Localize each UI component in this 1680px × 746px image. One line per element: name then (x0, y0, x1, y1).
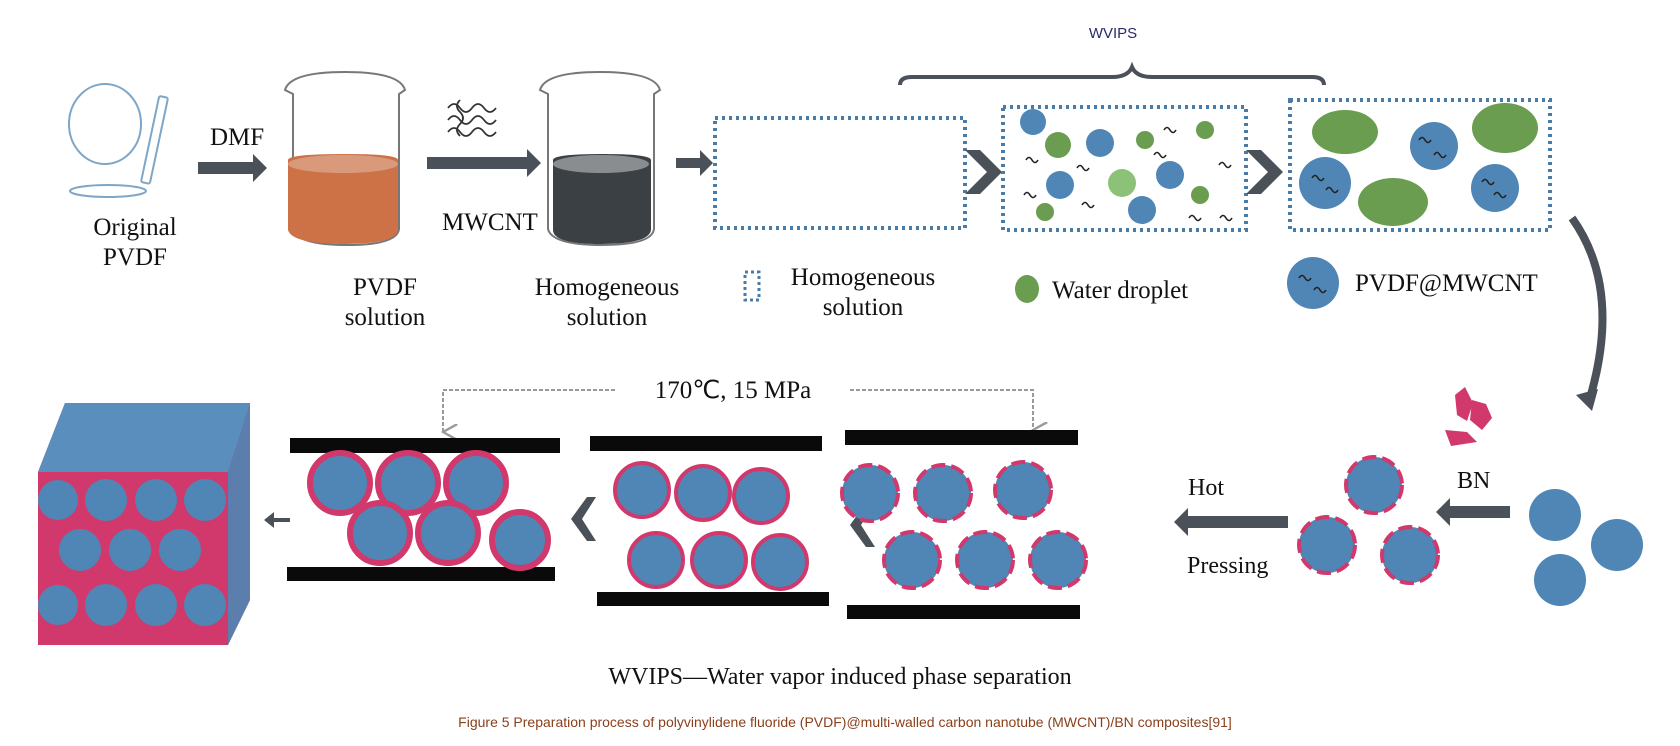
label-mwcnt: MWCNT (442, 209, 538, 236)
bn-coated-cluster (1297, 455, 1440, 585)
hexagon-panel (590, 436, 829, 606)
label-conditions: 170℃, 15 MPa (655, 377, 812, 404)
bn-flakes-icon (1445, 387, 1492, 446)
label-pressing: Pressing (1187, 553, 1268, 579)
composite-cube (38, 403, 250, 645)
legend-pvdf-mwcnt-icon (1287, 257, 1339, 309)
arrow-right-icon (198, 154, 267, 182)
prepress-panel (840, 430, 1088, 619)
label-pvdf-sol-1: PVDF (353, 274, 417, 301)
label-pvdf: PVDF (103, 244, 167, 271)
beaker-homogeneous-solution-icon (538, 70, 662, 247)
legend-homogeneous-icon (743, 270, 761, 302)
homogeneous-solution-box (713, 116, 967, 230)
arrow-left-icon (1436, 498, 1510, 526)
compressed-panel (287, 438, 560, 581)
legend-water-droplet-icon (1015, 275, 1039, 303)
legend-homog-2: solution (823, 294, 904, 321)
label-hot: Hot (1188, 475, 1224, 501)
beaker-pvdf-solution-icon (283, 70, 407, 247)
pvdf-mwcnt-cluster (1529, 489, 1643, 606)
legend-water-droplet: Water droplet (1052, 277, 1188, 304)
chevron-right-icon (965, 150, 1002, 194)
curved-arrow-icon (1568, 215, 1607, 400)
arrowhead-icon (1576, 389, 1598, 411)
chevron-right-icon (1246, 150, 1283, 194)
arrow-right-icon (427, 149, 541, 177)
arrow-right-icon (676, 150, 713, 176)
phase-separation-box (1001, 105, 1248, 232)
legend-homog-1: Homogeneous (791, 264, 935, 291)
pvdf-pellets-icon (68, 83, 169, 198)
pressure-lines (443, 389, 1033, 432)
wvips-brace (898, 61, 1326, 86)
mwcnt-icon (447, 99, 497, 137)
label-wvips: WVIPS (1089, 25, 1137, 42)
arrow-left-icon (264, 512, 290, 528)
label-homog-2: solution (567, 304, 648, 331)
chevron-left-icon (571, 497, 596, 541)
label-homog-1: Homogeneous (535, 274, 679, 301)
footnote: WVIPS—Water vapor induced phase separati… (608, 664, 1071, 690)
arrow-left-icon (1174, 508, 1288, 536)
label-bn: BN (1457, 468, 1490, 494)
figure-caption: Figure 5 Preparation process of polyviny… (458, 714, 1232, 730)
label-original: Original (93, 214, 176, 241)
label-dmf: DMF (210, 124, 264, 151)
droplet-growth-box (1288, 98, 1552, 232)
label-pvdf-sol-2: solution (345, 304, 426, 331)
legend-pvdf-mwcnt: PVDF@MWCNT (1355, 270, 1538, 297)
